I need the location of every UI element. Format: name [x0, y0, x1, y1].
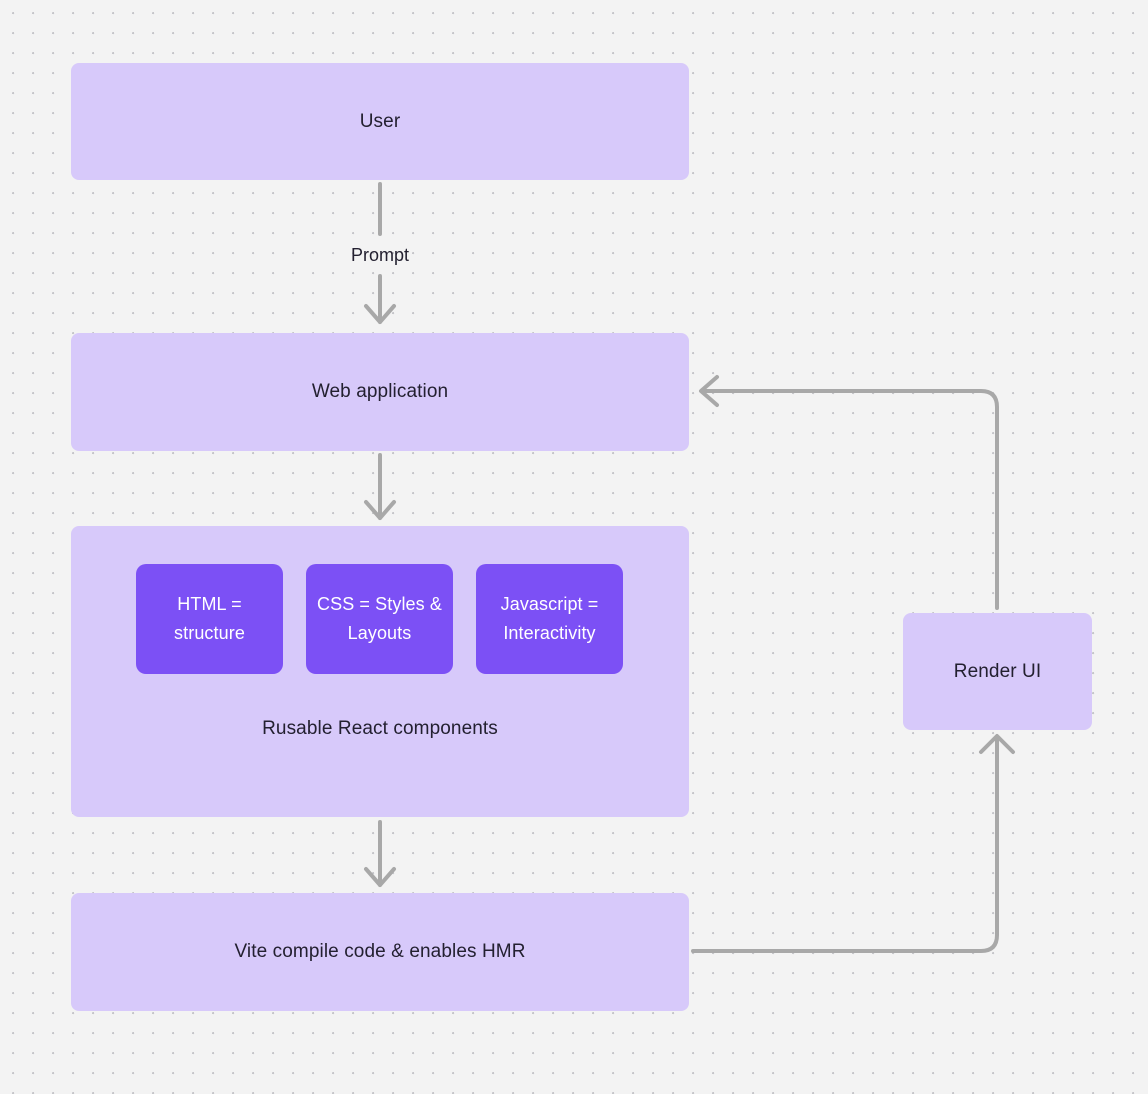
node-react-components-caption: Rusable React components	[262, 718, 498, 739]
node-html-structure[interactable]: HTML = structure	[136, 564, 283, 674]
arrowhead-render-to-webapp	[699, 375, 719, 407]
node-vite-compile-label: Vite compile code & enables HMR	[234, 941, 526, 963]
node-render-ui-label: Render UI	[953, 660, 1042, 682]
arrowhead-webapp-to-react	[364, 500, 396, 520]
node-react-components[interactable]: HTML = structure CSS = Styles & Layouts …	[71, 526, 689, 817]
node-html-structure-label: HTML = structure	[174, 594, 245, 643]
node-javascript-interactivity[interactable]: Javascript = Interactivity	[476, 564, 623, 674]
node-vite-compile[interactable]: Vite compile code & enables HMR	[71, 893, 689, 1011]
node-css-styles[interactable]: CSS = Styles & Layouts	[306, 564, 453, 674]
edge-render-to-webapp	[701, 389, 999, 610]
arrowhead-vite-to-render	[979, 734, 1015, 754]
node-user-label: User	[359, 110, 401, 132]
node-user[interactable]: User	[71, 63, 689, 180]
node-web-application[interactable]: Web application	[71, 333, 689, 451]
node-javascript-interactivity-label: Javascript = Interactivity	[500, 594, 599, 643]
arrowhead-react-to-vite	[364, 867, 396, 887]
edge-vite-to-render	[691, 736, 999, 953]
node-css-styles-label: CSS = Styles & Layouts	[317, 594, 442, 643]
react-inner-row: HTML = structure CSS = Styles & Layouts …	[71, 564, 689, 674]
node-render-ui[interactable]: Render UI	[903, 613, 1092, 730]
arrowhead-user-to-webapp	[364, 304, 396, 324]
node-web-application-label: Web application	[311, 381, 449, 403]
edge-label-prompt: Prompt	[350, 245, 410, 265]
